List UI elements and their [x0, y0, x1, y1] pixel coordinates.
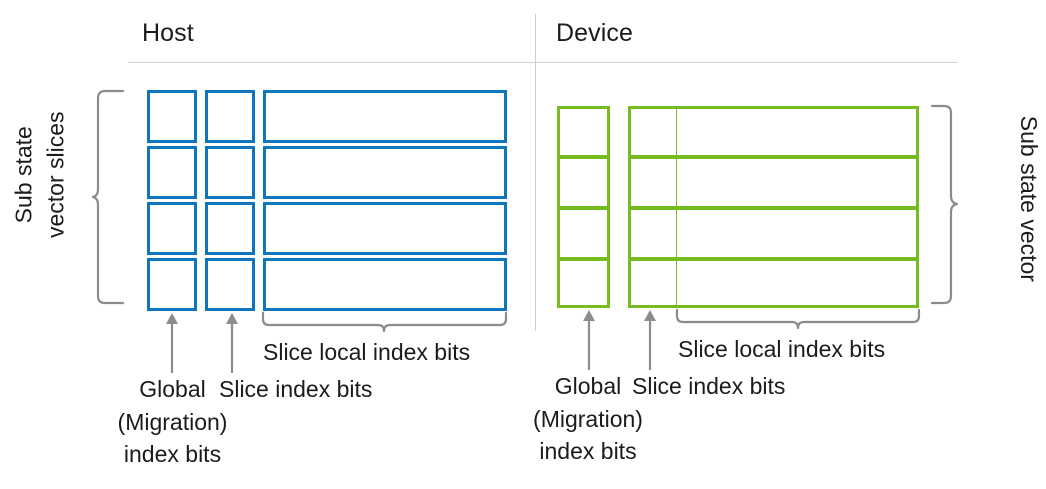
device-cell-r1-c2: [628, 106, 678, 158]
device-global-index-label-line2: (Migration): [533, 405, 643, 432]
device-slice-local-label: Slice local index bits: [678, 336, 886, 362]
device-cell-r2-c3: [676, 158, 919, 209]
panel-title-host: Host: [142, 19, 194, 47]
device-global-index-label-line3: index bits: [539, 438, 637, 465]
device-cell-r2-c1: [557, 158, 610, 209]
panel-divider-vertical: [535, 14, 537, 331]
host-cell-r4-c3: [263, 258, 507, 311]
device-side-label-group: Sub state vector: [928, 116, 1046, 282]
panel-title-device: Device: [556, 19, 634, 47]
host-brace-left: [91, 89, 125, 305]
host-global-index-arrow: [166, 313, 178, 373]
host-cell-r4-c2: [205, 258, 255, 311]
host-cell-r1-c2: [205, 90, 255, 143]
host-cell-r3-c3: [263, 202, 507, 255]
host-cell-r1-c1: [147, 90, 197, 143]
host-slice-local-label: Slice local index bits: [263, 339, 471, 365]
host-cell-r3-c1: [147, 202, 197, 255]
device-cell-r4-c2: [628, 260, 678, 308]
host-global-index-label-line1: Global: [139, 376, 206, 402]
device-cell-r1-c1: [557, 106, 610, 158]
host-global-index-label: Global (Migration) index bits: [60, 373, 285, 471]
device-slice-local-brace: [675, 308, 921, 330]
host-global-index-label-line2: (Migration): [117, 408, 228, 435]
device-cell-r3-c3: [676, 209, 919, 260]
host-slice-local-brace: [261, 311, 508, 333]
host-cell-r2-c3: [263, 146, 507, 199]
host-side-label-line2: vector slices: [42, 111, 68, 239]
device-slice-index-arrow: [644, 310, 656, 370]
device-cell-r1-c3: [676, 106, 919, 158]
host-cell-r2-c2: [205, 146, 255, 199]
host-side-label-line1: Sub state: [10, 126, 37, 224]
device-global-index-arrow: [583, 310, 595, 370]
header-divider-horizontal: [128, 62, 958, 64]
device-cell-r3-c2: [628, 209, 678, 260]
host-cell-r4-c1: [147, 258, 197, 311]
device-side-label: Sub state vector: [1015, 115, 1042, 282]
device-global-index-label: Global (Migration) index bits: [478, 370, 698, 468]
host-cell-r2-c1: [147, 146, 197, 199]
device-cell-r2-c2: [628, 158, 678, 209]
device-cell-r4-c1: [557, 260, 610, 308]
device-slice-index-label: Slice index bits: [632, 373, 786, 399]
host-cell-r1-c3: [263, 90, 507, 143]
device-cell-r4-c3: [676, 260, 919, 308]
host-cell-r3-c2: [205, 202, 255, 255]
host-slice-index-label: Slice index bits: [219, 376, 373, 402]
device-cell-r3-c1: [557, 209, 610, 260]
device-global-index-label-line1: Global: [554, 373, 622, 399]
host-global-index-label-line3: index bits: [123, 441, 222, 468]
host-slice-index-arrow: [226, 313, 238, 373]
device-brace-right: [930, 104, 959, 305]
